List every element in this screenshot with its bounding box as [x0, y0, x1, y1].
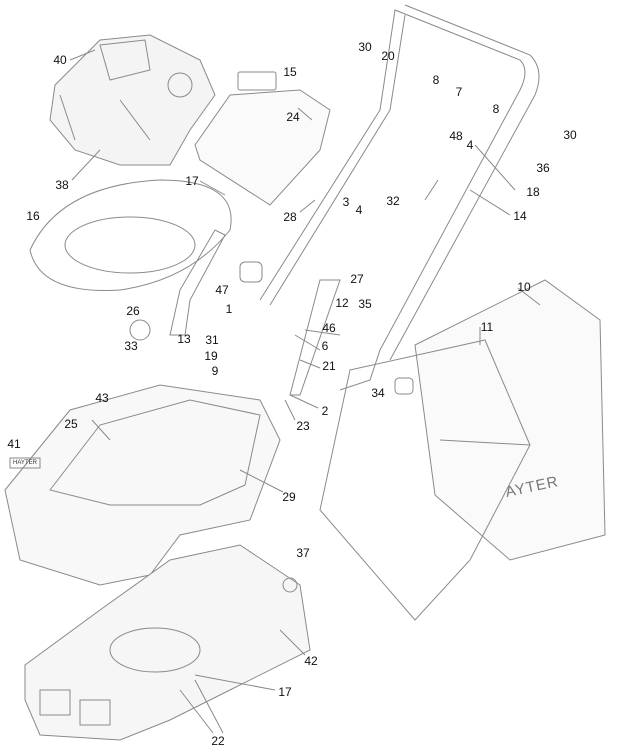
callout-label: 8: [492, 102, 500, 116]
callout-label: 28: [283, 210, 297, 224]
callout-label: 36: [536, 161, 550, 175]
callout-label: 8: [432, 73, 440, 87]
callout-label: 33: [124, 339, 138, 353]
callout-label: 7: [455, 85, 463, 99]
callout-label: 34: [371, 386, 385, 400]
callout-label: 11: [480, 320, 494, 334]
callout-label: 38: [55, 178, 69, 192]
callout-label: 6: [321, 339, 329, 353]
callout-label: 19: [204, 349, 218, 363]
deck-cover-part: [4, 384, 281, 586]
callout-label: 2: [321, 404, 329, 418]
deflector-tray-part: [29, 179, 232, 291]
callout-label: 24: [286, 110, 300, 124]
callout-label: 3: [342, 195, 350, 209]
callout-label: 22: [211, 734, 225, 748]
callout-label: 18: [526, 185, 540, 199]
callout-label: 43: [95, 391, 109, 405]
callout-label: 35: [358, 297, 372, 311]
callout-label: 27: [350, 272, 364, 286]
callout-label: 37: [296, 546, 310, 560]
callout-label: 40: [53, 53, 67, 67]
callout-label: 17: [185, 174, 199, 188]
callout-label: 1: [225, 302, 233, 316]
callout-label: 13: [177, 332, 191, 346]
callout-label: 29: [282, 490, 296, 504]
engine-part: [49, 34, 216, 166]
callout-label: 20: [381, 49, 395, 63]
callout-label: 41: [7, 437, 21, 451]
callout-label: 26: [126, 304, 140, 318]
engine-cover-part: [194, 89, 331, 206]
handle-part: [169, 4, 540, 396]
grass-bag-part: [319, 279, 606, 621]
callout-label: 48: [449, 129, 463, 143]
callout-label: 31: [205, 333, 219, 347]
callout-label: 10: [517, 280, 531, 294]
callout-label: 25: [64, 417, 78, 431]
callout-label: 21: [322, 359, 336, 373]
callout-label: 46: [322, 321, 336, 335]
brand-tag-logo: HAYTER: [13, 460, 37, 466]
callout-label: 4: [355, 203, 363, 217]
callout-label: 9: [211, 364, 219, 378]
callout-label: 16: [26, 209, 40, 223]
callout-label: 15: [283, 65, 297, 79]
callout-label: 4: [466, 138, 474, 152]
switch-block-part: [237, 71, 277, 91]
callout-label: 23: [296, 419, 310, 433]
chassis-part: [24, 544, 311, 741]
callout-label: 32: [386, 194, 400, 208]
callout-label: 30: [563, 128, 577, 142]
callout-label: 47: [215, 283, 229, 297]
callout-label: 30: [358, 40, 372, 54]
callout-label: 12: [335, 296, 349, 310]
callout-label: 17: [278, 685, 292, 699]
callout-label: 42: [304, 654, 318, 668]
callout-label: 14: [513, 209, 527, 223]
